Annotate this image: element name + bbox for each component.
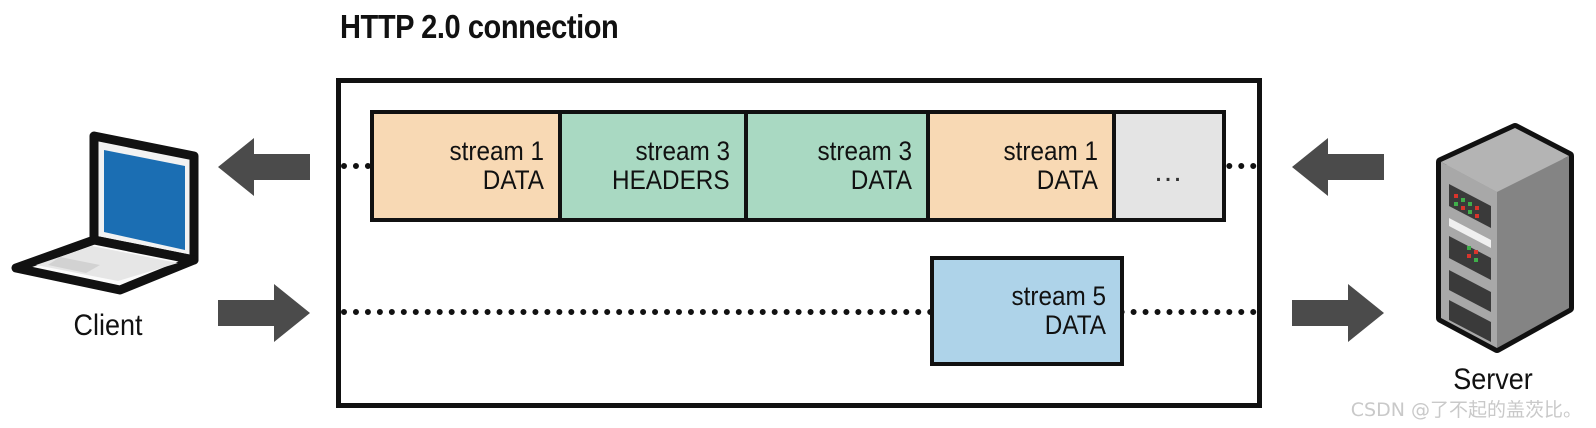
ellipsis-label: … xyxy=(1153,154,1185,188)
page-title: HTTP 2.0 connection xyxy=(340,8,619,45)
frame-stream-label: stream 3 xyxy=(635,135,730,166)
frame-stream-label: stream 3 xyxy=(817,135,912,166)
frame-type-label: DATA xyxy=(1044,310,1106,340)
frame-stream-1-data-b[interactable]: stream 1 DATA xyxy=(926,110,1116,222)
arrow-server-to-client-top-icon xyxy=(218,138,310,196)
frame-row: stream 1 DATA stream 3 HEADERS stream 3 … xyxy=(370,110,1226,222)
frame-stream-1-data-a[interactable]: stream 1 DATA xyxy=(370,110,562,222)
frame-stream-label: stream 1 xyxy=(1003,135,1098,166)
frame-type-label: DATA xyxy=(482,165,544,195)
server-label: Server xyxy=(1453,363,1533,396)
frame-stream-5-data[interactable]: stream 5 DATA xyxy=(930,256,1124,366)
frame-stream-3-headers[interactable]: stream 3 HEADERS xyxy=(558,110,748,222)
frame-type-label: HEADERS xyxy=(612,165,730,195)
client-endpoint: Client xyxy=(8,128,208,343)
server-led-indicators xyxy=(1454,194,1479,262)
frame-type-label: DATA xyxy=(850,165,912,195)
arrow-inbound-top-icon xyxy=(1292,138,1384,196)
server-rack-icon xyxy=(1436,123,1574,353)
watermark: CSDN @了不起的盖茨比。 xyxy=(1350,399,1582,421)
frame-stream-label: stream 5 xyxy=(1011,280,1106,311)
arrow-client-to-server-bottom-icon xyxy=(218,284,310,342)
frame-stream-label: stream 1 xyxy=(449,135,544,166)
frame-more-ellipsis[interactable]: … xyxy=(1112,110,1226,222)
frame-type-label: DATA xyxy=(1036,165,1098,195)
downstream-dotted-line xyxy=(341,309,1257,315)
frame-stream-3-data[interactable]: stream 3 DATA xyxy=(744,110,930,222)
arrow-outbound-bottom-icon xyxy=(1292,284,1384,342)
laptop-icon xyxy=(11,131,199,295)
server-endpoint: Server xyxy=(1398,122,1588,397)
client-label: Client xyxy=(73,309,143,342)
